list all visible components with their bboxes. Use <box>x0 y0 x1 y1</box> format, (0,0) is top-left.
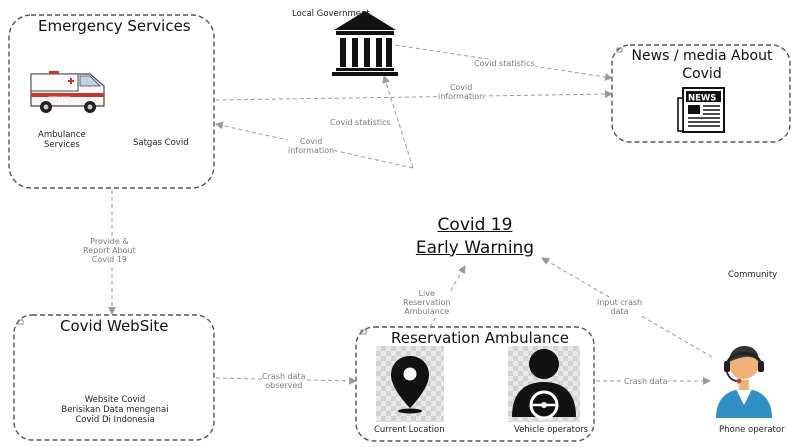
edge-label-info-emergency: Covid information <box>288 137 335 156</box>
covid-website-box[interactable] <box>13 314 215 441</box>
emergency-services-title: Emergency Services <box>38 17 191 35</box>
website-body-text: Website Covid Berisikan Data mengenai Co… <box>61 395 169 425</box>
vehicle-operators-label: Vehicle operators <box>514 425 589 435</box>
government-building-icon <box>332 11 398 76</box>
phone-operator-icon <box>716 346 772 418</box>
edge-label-stats-emergency: Covid statistics <box>330 118 391 128</box>
phone-operator-label: Phone operator <box>719 425 785 435</box>
current-location-label: Current Location <box>374 425 445 435</box>
edge-label-input-crash: Input crash data <box>597 298 643 317</box>
location-pin-icon <box>391 356 429 414</box>
newspaper-icon: NEWS <box>677 87 725 133</box>
center-title-line-1: Covid 19 <box>437 215 513 235</box>
edge-label-stats-news: Covid statistics <box>474 59 535 69</box>
community-label: Community <box>728 270 778 280</box>
reservation-ambulance-title: Reservation Ambulance <box>391 329 570 347</box>
link-glyph-icon <box>17 47 623 335</box>
ambulance-services-label: Ambulance Services <box>38 130 86 150</box>
news-media-title: News / media About Covid <box>631 48 773 82</box>
vehicle-operator-icon <box>512 349 576 420</box>
edge-emergency-to-news <box>215 90 613 101</box>
edge-label-provide-report: Provide & Report About Covid 19 <box>83 237 136 265</box>
edge-label-info-news: Covid information <box>438 83 485 102</box>
edge-label-live-reservation: Live Reservation Ambulance <box>403 289 451 317</box>
covid-early-warning-title: Covid 19 Early Warning <box>395 215 555 258</box>
center-title-line-2: Early Warning <box>415 237 535 258</box>
ambulance-sign: AMBULANCE <box>48 96 71 100</box>
edge-gov-to-news <box>394 44 613 81</box>
emergency-services-box[interactable] <box>8 14 215 189</box>
reservation-ambulance-box[interactable] <box>355 326 595 442</box>
edge-label-crash-observed: Crash data observed <box>262 372 306 391</box>
news-sign: NEWS <box>688 94 716 104</box>
local-government-label: Local Government <box>292 9 370 19</box>
satgas-covid-label: Satgas Covid <box>133 138 189 148</box>
edge-to-gov <box>382 75 414 169</box>
edge-label-crash-data: Crash data <box>624 377 668 387</box>
ambulance-icon: AMBULANCE <box>30 71 105 113</box>
covid-website-title: Covid WebSite <box>60 317 169 335</box>
